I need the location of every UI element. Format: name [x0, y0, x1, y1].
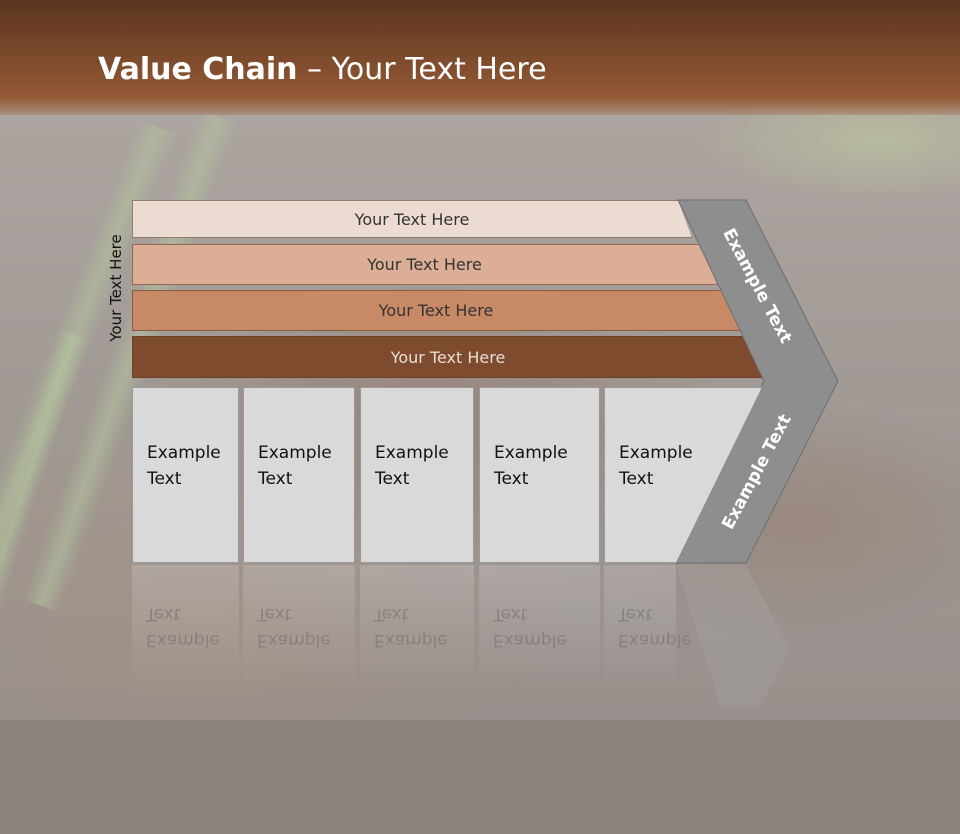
chain-bar-3: Your Text Here: [132, 290, 740, 331]
reflection-line1: Example: [146, 630, 220, 650]
reflection-line2: Text: [493, 604, 528, 624]
box-reflection: Example Text: [132, 565, 239, 705]
box-line2: Text: [375, 469, 410, 489]
box-line2: Text: [619, 469, 654, 489]
title-band: Value Chain – Your Text Here: [0, 0, 960, 115]
reflection-line1: Example: [374, 630, 448, 650]
reflection-line1: Example: [618, 630, 692, 650]
slide-title: Value Chain – Your Text Here: [98, 52, 547, 87]
box-reflection: Example Text: [360, 565, 474, 705]
box-reflection: Example Text: [243, 565, 355, 705]
activity-box-3: Example Text: [360, 387, 474, 563]
activity-box-1: Example Text: [132, 387, 239, 563]
reflection-line2: Text: [257, 604, 292, 624]
box-line1: Example: [375, 443, 449, 463]
chain-bar-4: Your Text Here: [132, 336, 764, 378]
activity-box-4: Example Text: [479, 387, 600, 563]
box-reflection: Example Text: [604, 565, 692, 705]
chain-bar-label: Your Text Here: [367, 255, 482, 274]
chain-bar-label: Your Text Here: [354, 209, 470, 229]
chevron-arrow: [675, 199, 839, 564]
box-line1: Example: [619, 443, 693, 463]
reflection-line2: Text: [618, 604, 653, 624]
title-bold: Value Chain: [98, 52, 298, 87]
chevron-reflection: [676, 565, 790, 705]
box-line2: Text: [494, 469, 529, 489]
chevron-shape: Example Text Example Text: [675, 199, 839, 705]
chain-bar-label: Your Text Here: [390, 347, 506, 367]
box-line1: Example: [494, 443, 568, 463]
reflection-line1: Example: [493, 630, 567, 650]
reflection-line2: Text: [146, 604, 181, 624]
chain-bar-2: Your Text Here: [132, 244, 717, 285]
reflection-line2: Text: [374, 604, 409, 624]
chain-bar-1: Your Text Here: [132, 200, 692, 238]
box-line2: Text: [258, 469, 293, 489]
box-reflection: Example Text: [479, 565, 600, 705]
box-line2: Text: [147, 469, 182, 489]
reflection-line1: Example: [257, 630, 331, 650]
activity-box-2: Example Text: [243, 387, 355, 563]
chain-bar-label: Your Text Here: [378, 301, 494, 320]
title-rest: – Your Text Here: [297, 52, 547, 87]
box-line1: Example: [258, 443, 332, 463]
box-line1: Example: [147, 443, 221, 463]
